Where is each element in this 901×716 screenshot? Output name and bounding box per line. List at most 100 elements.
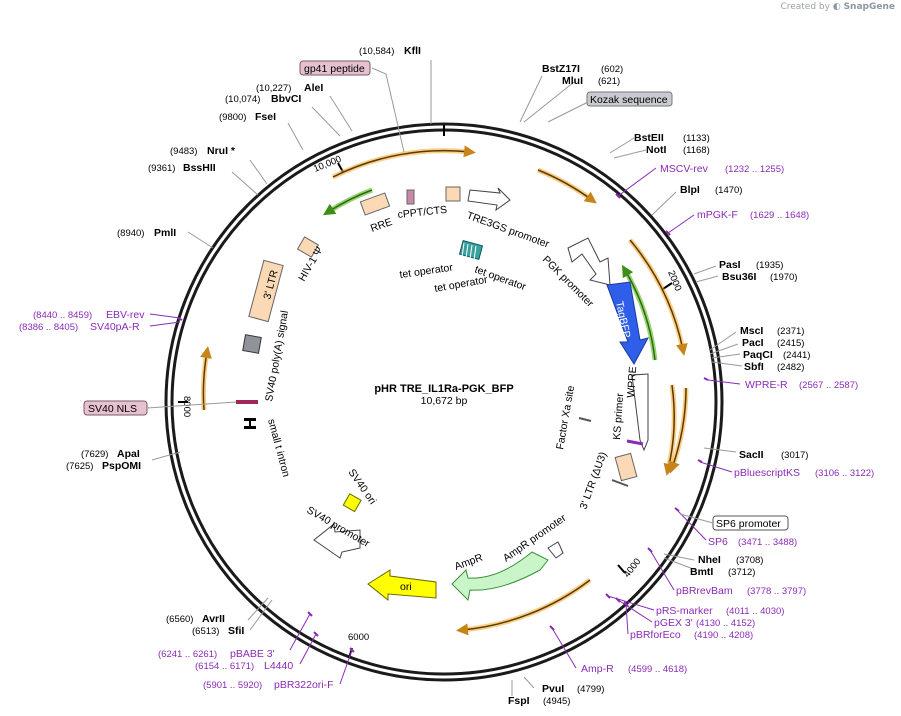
label-rre: RRE: [369, 216, 394, 235]
feature-ampr-promoter[interactable]: [547, 541, 564, 559]
primer-sv40pa-r[interactable]: (8386 .. 8405) SV40pA-R: [19, 321, 140, 333]
primer-sp6[interactable]: SP6 (3471 .. 3488): [708, 536, 797, 548]
site-paqci[interactable]: PaqCI (2441): [743, 349, 810, 361]
site-pos: (3712): [728, 567, 755, 578]
watermark-brand: SnapGene: [843, 2, 895, 12]
feature-rre[interactable]: [359, 192, 391, 216]
site-bstz17i[interactable]: BstZ17I (602): [542, 63, 623, 75]
site-name: MluI: [562, 75, 583, 87]
site-pos: (7629): [81, 449, 108, 460]
site-fspi[interactable]: FspI (4945): [508, 695, 570, 707]
feature-sv40-promoter[interactable]: [313, 523, 361, 559]
site-paci[interactable]: PacI (2415): [742, 337, 804, 349]
site-name: SacII: [739, 449, 764, 461]
label-tet-operator-3: tet operator: [433, 274, 488, 295]
site-pos: (1168): [683, 145, 710, 156]
site-bmti[interactable]: BmtI (3712): [690, 566, 755, 578]
feature-hiv-psi[interactable]: [296, 236, 320, 258]
feature-3ltr-du3[interactable]: [611, 452, 638, 487]
site-apai[interactable]: (7629) ApaI: [81, 448, 140, 460]
site-fsei[interactable]: (9800) FseI: [219, 111, 276, 123]
site-blpi[interactable]: BlpI (1470): [680, 184, 742, 196]
site-pos: (4945): [543, 696, 570, 707]
tick-2000: 2000: [665, 269, 683, 293]
primer-amp-r[interactable]: Amp-R (4599 .. 4618): [581, 663, 687, 675]
feature-sv40-polya[interactable]: [242, 334, 262, 354]
feature-wpre[interactable]: [631, 373, 649, 452]
plasmid-size: 10,672 bp: [421, 395, 468, 407]
primer-wpre-r[interactable]: WPRE-R (2567 .. 2587): [745, 379, 858, 391]
feature-ampr[interactable]: [451, 551, 549, 602]
site-pos: (1470): [715, 185, 742, 196]
feature-sv40-ori[interactable]: [342, 493, 362, 513]
primer-pgex3[interactable]: pGEX 3' (4130 .. 4152): [654, 617, 755, 629]
site-kfli[interactable]: (10,584) KflI: [359, 45, 421, 57]
feature-ori[interactable]: [367, 569, 437, 602]
label-sv40-polya: SV40 poly(A) signal: [263, 310, 291, 403]
primer-pbrforeco[interactable]: pBRforEco (4190 .. 4208): [630, 629, 753, 641]
site-name: Bsu36I: [722, 271, 757, 283]
primer-l4440[interactable]: (6154 .. 6171) L4440: [195, 660, 293, 672]
box-label: Kozak sequence: [590, 94, 668, 106]
feature-ltr-box[interactable]: [445, 186, 461, 202]
site-pos: (1133): [683, 133, 710, 144]
feature-small-t-intron[interactable]: [244, 418, 256, 429]
site-mlui[interactable]: MluI (621): [562, 75, 620, 87]
box-kozak-sequence[interactable]: Kozak sequence: [586, 91, 673, 107]
site-pos: (10,584): [359, 46, 394, 57]
tick-6000: 6000: [348, 632, 369, 643]
site-name: BlpI: [680, 184, 700, 196]
site-nrui[interactable]: (9483) NruI *: [170, 145, 236, 157]
site-name: BssHII: [183, 162, 216, 174]
site-pos: (9483): [170, 146, 197, 157]
site-pmli[interactable]: (8940) PmlI: [117, 227, 176, 239]
site-sbfi[interactable]: SbfI (2482): [744, 361, 804, 373]
site-noti[interactable]: NotI (1168): [646, 144, 710, 156]
label-wpre: WPRE: [625, 366, 639, 398]
feature-tagbfp[interactable]: [606, 281, 649, 365]
primer-ebv-rev[interactable]: (8440 .. 8459) EBV-rev: [33, 309, 145, 321]
primer-pos: (4130 .. 4152): [696, 618, 755, 629]
feature-cppt[interactable]: [406, 189, 415, 205]
site-bbvci[interactable]: (10,074) BbvCI: [225, 93, 301, 105]
site-name: SbfI: [744, 361, 764, 373]
feature-3ltr[interactable]: [248, 259, 284, 323]
site-name: SfiI: [228, 625, 244, 637]
primer-pbr322ori-f[interactable]: (5901 .. 5920) pBR322ori-F: [203, 679, 334, 691]
site-name: PvuI: [542, 683, 564, 695]
site-msci[interactable]: MscI (2371): [740, 325, 804, 337]
primer-prs-marker[interactable]: pRS-marker (4011 .. 4030): [656, 605, 784, 617]
site-nhei[interactable]: NheI (3708): [698, 554, 763, 566]
factor-xa-mark: [578, 417, 592, 422]
site-sfii[interactable]: (6513) SfiI: [192, 625, 244, 637]
site-pvui[interactable]: PvuI (4799): [542, 683, 604, 695]
feature-tre3gs-arrow[interactable]: [467, 187, 511, 212]
primer-pbluescriptks[interactable]: pBluescriptKS (3106 .. 3122): [734, 467, 874, 479]
label-ampr: AmpR: [453, 551, 485, 572]
label-cppt: cPPT/CTS: [397, 204, 448, 221]
primer-mpgk-f[interactable]: mPGK-F (1629 .. 1648): [697, 209, 809, 221]
primer-pbrrevbam[interactable]: pBRrevBam (3778 .. 3797): [676, 585, 806, 597]
primer-pbabe3[interactable]: (6241 .. 6261) pBABE 3': [158, 648, 275, 660]
primer-name: pBluescriptKS: [734, 467, 800, 479]
primer-pos: (3471 .. 3488): [738, 537, 797, 548]
box-sp6-promoter[interactable]: SP6 promoter: [679, 513, 789, 531]
primer-mscv-rev[interactable]: MSCV-rev (1232 .. 1255): [660, 163, 784, 175]
site-pspomi[interactable]: (7625) PspOMI: [66, 460, 141, 472]
site-pos: (1935): [756, 260, 783, 271]
label-tet-operator-1: tet operator: [399, 262, 454, 281]
primer-pos: (6154 .. 6171): [195, 661, 254, 672]
site-avrii[interactable]: (6560) AvrII: [166, 613, 225, 625]
site-sacii[interactable]: SacII (3017): [739, 449, 808, 461]
tick-8000: 8000: [181, 396, 192, 417]
site-bsu36i[interactable]: Bsu36I (1970): [722, 271, 797, 283]
primer-pos: (2567 .. 2587): [799, 380, 858, 391]
box-gp41-peptide[interactable]: gp41 peptide: [299, 60, 371, 76]
site-alei[interactable]: (10,227) AleI: [256, 82, 323, 94]
site-pasi[interactable]: PasI (1935): [719, 259, 783, 271]
box-sv40-nls[interactable]: SV40 NLS: [83, 400, 237, 416]
site-bsshii[interactable]: (9361) BssHII: [148, 162, 216, 174]
site-bsteii[interactable]: BstEII (1133): [634, 132, 710, 144]
feature-pgk-promoter[interactable]: [567, 237, 611, 286]
feature-tet-operators[interactable]: [458, 240, 484, 261]
